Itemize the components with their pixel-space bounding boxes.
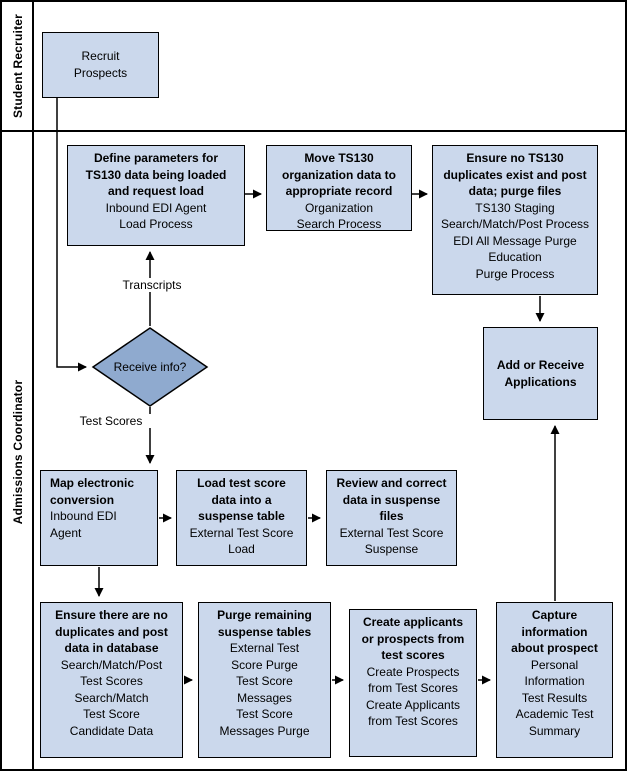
- edge-label-transcripts: Transcripts: [106, 278, 198, 292]
- edge-label-test-scores: Test Scores: [70, 414, 152, 428]
- node-detail: Personal Information Test Results Academ…: [515, 657, 594, 738]
- node-title: Load test score data into a suspense tab…: [197, 476, 286, 524]
- node-move-organization: Move TS130 organization data to appropri…: [266, 145, 412, 231]
- node-map-conversion: Map electronic conversion Inbound EDI Ag…: [40, 470, 158, 566]
- node-text: Recruit Prospects: [73, 49, 128, 80]
- node-title: Move TS130 organization data to appropri…: [282, 151, 396, 199]
- arrow-recruit-to-decision: [56, 98, 87, 372]
- node-review-suspense: Review and correct data in suspense file…: [326, 470, 457, 566]
- node-ensure-duplicates: Ensure there are no duplicates and post …: [40, 602, 183, 758]
- node-ensure-ts130: Ensure no TS130 duplicates exist and pos…: [432, 145, 598, 295]
- node-detail: Search/Match/Post Test Scores Search/Mat…: [60, 657, 163, 738]
- decision-diamond: [91, 327, 209, 407]
- node-title: Define parameters for TS130 data being l…: [85, 151, 227, 199]
- node-detail: Inbound EDI Agent: [50, 509, 117, 540]
- decision-label: Receive info?: [113, 360, 187, 374]
- node-purge-suspense: Purge remaining suspense tables External…: [198, 602, 331, 758]
- node-title: Add or Receive Applications: [496, 357, 585, 389]
- node-add-applications: Add or Receive Applications: [483, 327, 598, 420]
- node-title: Create applicants or prospects from test…: [361, 615, 465, 663]
- node-title: Purge remaining suspense tables: [217, 608, 312, 639]
- node-detail: Inbound EDI Agent Load Process: [105, 200, 207, 232]
- node-title: Ensure there are no duplicates and post …: [55, 608, 168, 656]
- node-title: Ensure no TS130 duplicates exist and pos…: [443, 151, 587, 199]
- node-capture-information: Capture information about prospect Perso…: [496, 602, 613, 758]
- node-detail: Organization Search Process: [296, 200, 382, 232]
- node-title: Map electronic conversion: [50, 476, 135, 507]
- node-detail: External Test Score Load: [189, 525, 294, 557]
- node-detail: External Test Score Suspense: [339, 525, 444, 557]
- node-title: Capture information about prospect: [511, 608, 598, 656]
- node-detail: TS130 Staging Search/Match/Post Process …: [440, 200, 590, 281]
- node-detail: Create Prospects from Test Scores Create…: [365, 664, 461, 729]
- node-create-applicants: Create applicants or prospects from test…: [349, 609, 477, 757]
- node-load-suspense: Load test score data into a suspense tab…: [176, 470, 307, 566]
- lane-divider-vertical: [32, 2, 34, 769]
- node-detail: External Test Score Purge Test Score Mes…: [219, 641, 310, 738]
- lane-divider-horizontal: [2, 130, 625, 132]
- node-title: Review and correct data in suspense file…: [336, 476, 447, 524]
- node-define-parameters: Define parameters for TS130 data being l…: [67, 145, 245, 246]
- node-recruit-prospects: Recruit Prospects: [42, 32, 159, 98]
